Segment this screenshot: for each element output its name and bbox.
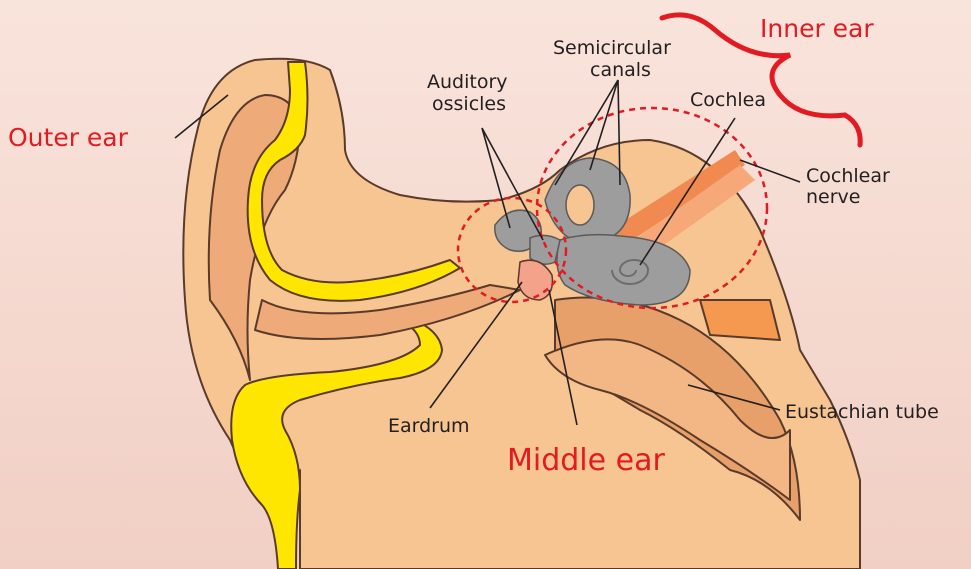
outer-ear-label: Outer ear	[8, 123, 129, 152]
middle-ear-label: Middle ear	[507, 443, 665, 478]
auditory-ossicles-label-line2: ossicles	[432, 93, 506, 115]
semicircular-canals-label-line1: Semicircular	[553, 37, 671, 59]
inner-ear-label: Inner ear	[760, 14, 874, 43]
cochlear-nerve-label-line1: Cochlear	[806, 165, 890, 187]
eustachian-tube-label: Eustachian tube	[785, 401, 939, 423]
semicircular-canals-label-line2: canals	[590, 59, 651, 81]
cochlear-nerve-label-line2: nerve	[806, 186, 860, 208]
eardrum-label: Eardrum	[388, 415, 470, 437]
auditory-ossicles-label-line1: Auditory	[427, 71, 508, 93]
cochlea-label: Cochlea	[690, 89, 766, 111]
